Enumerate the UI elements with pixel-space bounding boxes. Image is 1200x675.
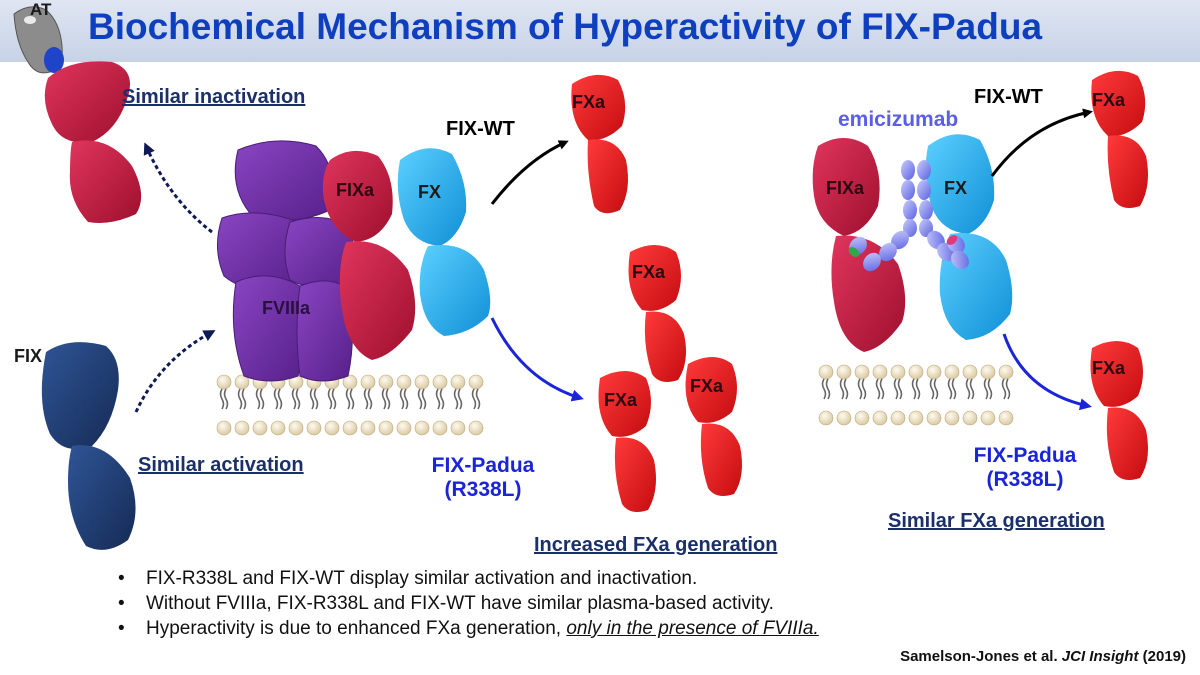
bullet-item: FIX-R338L and FIX-WT display similar act… bbox=[118, 566, 819, 591]
fix-wt-arrow-left bbox=[490, 140, 569, 205]
citation: Samelson-Jones et al. JCI Insight (2019) bbox=[900, 648, 1186, 665]
fix-padua-arrow-left bbox=[490, 317, 584, 402]
fxa-bottom-right-molecule bbox=[1090, 341, 1148, 480]
emicizumab-antibody bbox=[848, 160, 969, 272]
fxa-top-center-molecule bbox=[571, 74, 628, 214]
fix-padua-right-line1: FIX-Padua bbox=[973, 444, 1077, 467]
at-label: AT bbox=[30, 0, 52, 19]
fix-zymogen-molecule bbox=[41, 342, 136, 550]
fix-padua-left-line2: (R338L) bbox=[444, 478, 522, 501]
citation-journal: JCI Insight bbox=[1061, 648, 1139, 665]
citation-year: (2019) bbox=[1138, 648, 1186, 665]
inactivated-fixa-molecule bbox=[44, 61, 142, 223]
title-bar: Biochemical Mechanism of Hyperactivity o… bbox=[0, 0, 1200, 62]
fix-wt-label-right: FIX-WT bbox=[974, 86, 1043, 108]
fxa-mid-right-label: FXa bbox=[690, 376, 724, 396]
bullet-item: Without FVIIIa, FIX-R338L and FIX-WT hav… bbox=[118, 591, 819, 616]
fxa-top-right-label: FXa bbox=[1092, 90, 1126, 110]
fviiia-molecule bbox=[217, 140, 355, 382]
fxa-mid-upper-molecule bbox=[628, 245, 686, 382]
bullet-text: FIX-R338L and FIX-WT display similar act… bbox=[146, 568, 698, 589]
fix-padua-right-line2: (R338L) bbox=[986, 468, 1064, 491]
fix-wt-label-left: FIX-WT bbox=[446, 118, 515, 140]
fxa-bottom-right-label: FXa bbox=[1092, 358, 1126, 378]
fviiia-label: FVIIIa bbox=[262, 298, 311, 318]
similar-inactivation-label: Similar inactivation bbox=[122, 86, 306, 108]
at-molecule bbox=[13, 6, 64, 74]
fixa-left-molecule bbox=[322, 150, 416, 360]
fx-left-molecule bbox=[397, 148, 491, 336]
similar-fxa-label: Similar FXa generation bbox=[888, 510, 1105, 532]
summary-bullets: FIX-R338L and FIX-WT display similar act… bbox=[118, 566, 819, 641]
fix-padua-arrow-right bbox=[1002, 333, 1092, 411]
fxa-top-right-molecule bbox=[1091, 70, 1148, 208]
bullet-item: Hyperactivity is due to enhanced FXa gen… bbox=[118, 616, 819, 641]
fxa-mid-right-molecule bbox=[685, 357, 742, 496]
fxa-mid-upper-label: FXa bbox=[632, 262, 666, 282]
inactivation-arrow bbox=[143, 142, 213, 234]
citation-authors: Samelson-Jones et al. bbox=[900, 648, 1062, 665]
membrane-right bbox=[818, 364, 1014, 426]
fx-left-label: FX bbox=[418, 182, 442, 202]
fixa-left-label: FIXa bbox=[336, 180, 375, 200]
fix-padua-left-label: FIX-Padua (R338L) bbox=[418, 454, 548, 502]
fix-padua-left-line1: FIX-Padua bbox=[431, 454, 535, 477]
fx-right-label: FX bbox=[944, 178, 968, 198]
activation-arrow bbox=[134, 330, 216, 413]
fxa-top-center-label: FXa bbox=[572, 92, 606, 112]
similar-activation-label: Similar activation bbox=[138, 454, 304, 476]
fixa-right-molecule bbox=[812, 138, 906, 352]
emicizumab-label: emicizumab bbox=[838, 108, 959, 131]
fix-label: FIX bbox=[14, 346, 43, 366]
fix-wt-arrow-right bbox=[990, 108, 1093, 177]
bullet-text: Hyperactivity is due to enhanced FXa gen… bbox=[146, 618, 567, 639]
fxa-mid-left-label: FXa bbox=[604, 390, 638, 410]
fixa-right-label: FIXa bbox=[826, 178, 865, 198]
bullet-text: Without FVIIIa, FIX-R338L and FIX-WT hav… bbox=[146, 593, 774, 614]
membrane-left bbox=[216, 374, 484, 436]
slide-title: Biochemical Mechanism of Hyperactivity o… bbox=[88, 6, 1043, 47]
bullet-emphasis: only in the presence of FVIIIa. bbox=[566, 618, 819, 639]
fix-padua-right-label: FIX-Padua (R338L) bbox=[960, 444, 1090, 492]
fxa-mid-left-molecule bbox=[598, 371, 656, 512]
increased-fxa-label: Increased FXa generation bbox=[534, 534, 778, 556]
